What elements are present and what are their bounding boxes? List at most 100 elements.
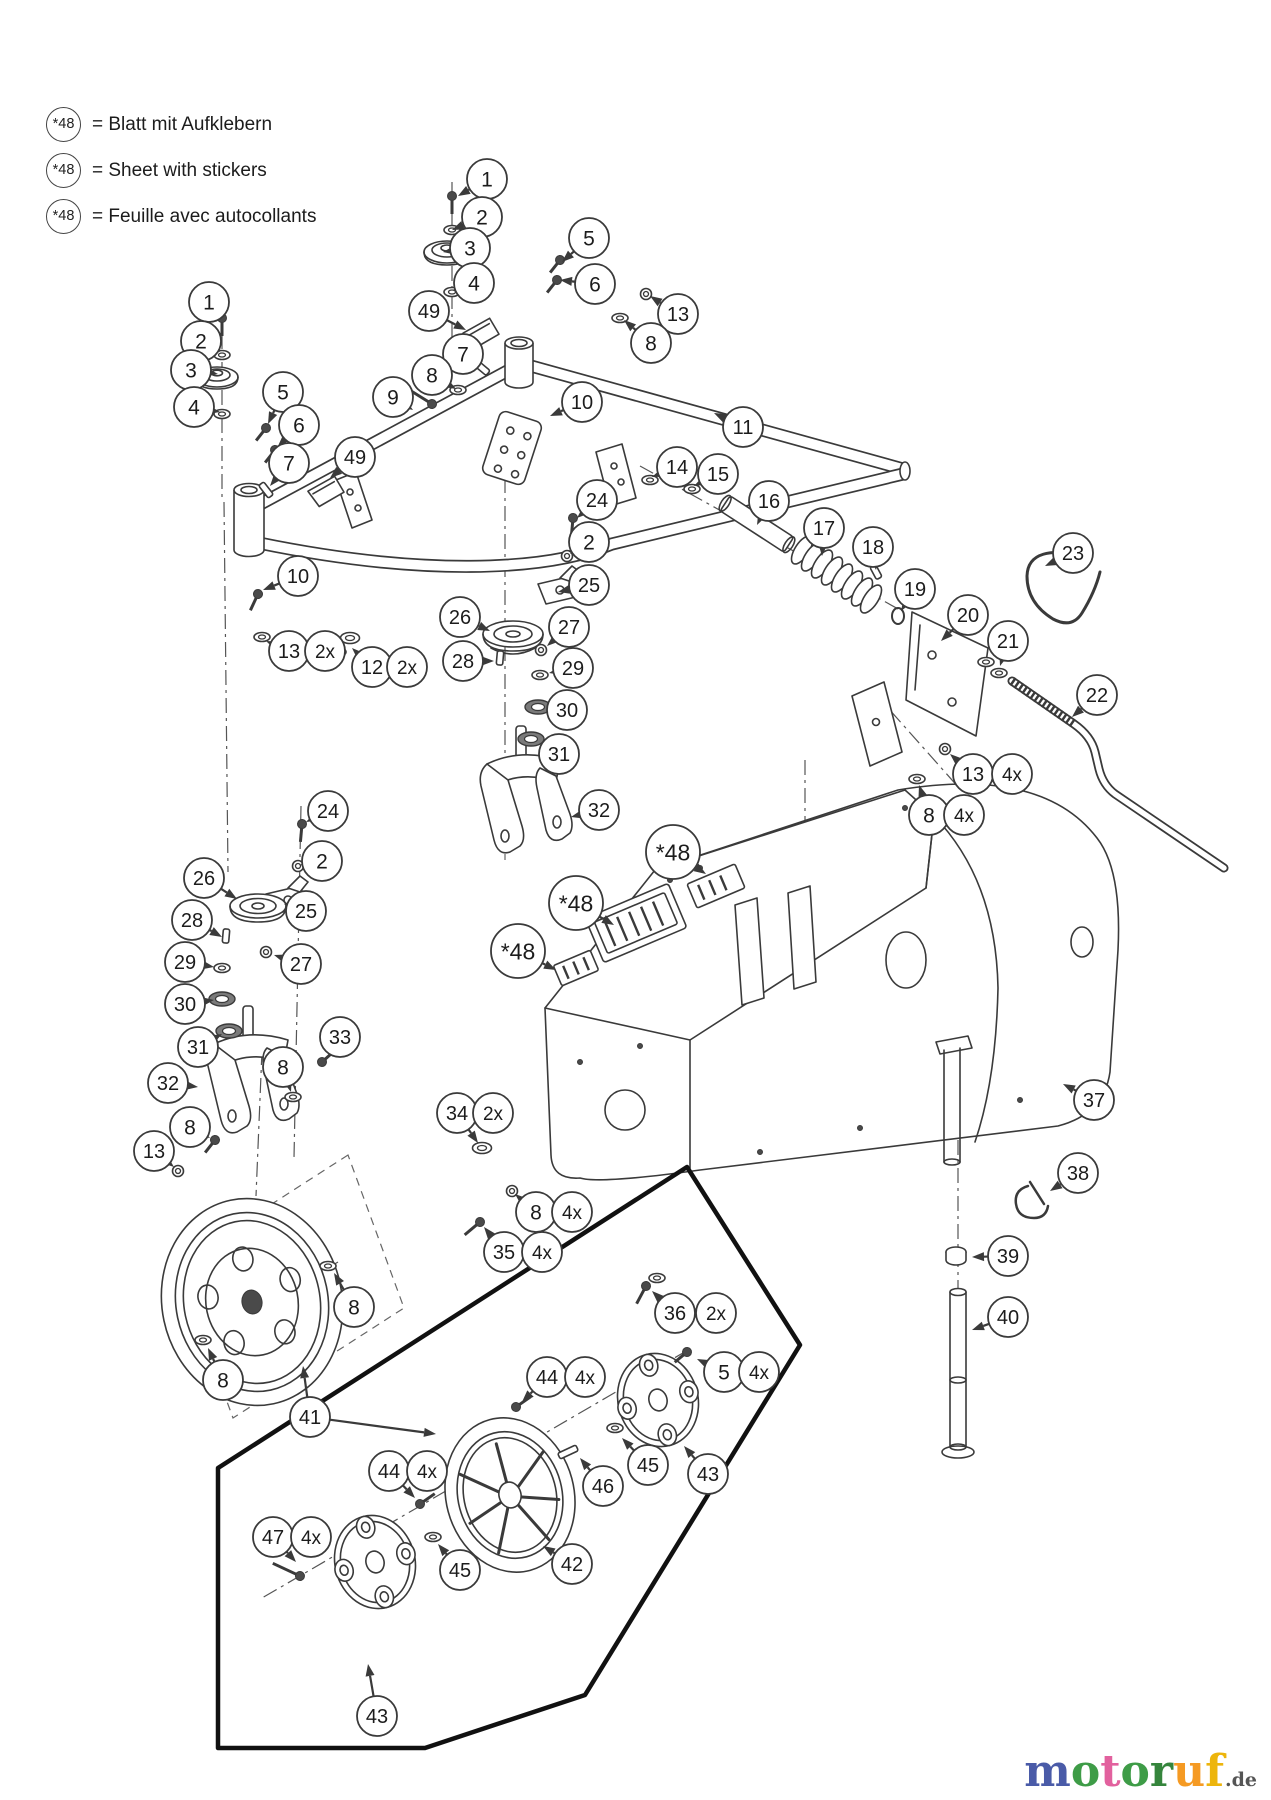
callout-8: 8 4x [908,785,985,836]
logo-letter: u [1173,1746,1206,1797]
spring-coil [790,535,883,614]
callout-number: 49 [344,447,366,469]
callout-number: 19 [904,579,926,601]
callout-23: 23 [1045,532,1094,574]
callout-number: 7 [457,344,469,367]
callout-number: 22 [1086,685,1108,707]
callout-number: 8 [348,1297,360,1320]
callout-10: 10 [263,555,319,597]
callout-41: 41 [289,1366,436,1438]
part-screw [249,589,263,611]
legend-symbol-circle: *48 [46,199,81,234]
callout-45: 45 [438,1544,481,1591]
callout-14: 14 [652,446,698,488]
callout-13: 13 [133,1130,175,1172]
part-bushing [471,1141,493,1155]
callout-quantity: 4x [749,1363,770,1384]
callout-number: 12 [361,657,383,679]
part-washer [683,483,701,495]
callout-number: 3 [464,238,476,261]
part-washer [606,1422,624,1434]
part-screw [254,423,271,442]
callout-49: 49 [330,436,376,478]
callout-43: 43 [356,1664,398,1737]
callout-number: 30 [174,994,196,1016]
callout-quantity: 4x [562,1203,583,1224]
part-washer [990,667,1008,679]
part-washer [648,1272,666,1284]
callout-38: 38 [1050,1152,1099,1194]
sticker-sheet-top [686,863,746,909]
part-washer [908,773,926,785]
callout-number: 10 [287,566,309,588]
callout-number: 8 [923,805,935,828]
callout-26: 26 [183,857,237,899]
callout-number: 5 [277,382,289,405]
callout-11: 11 [714,406,764,448]
callout-number: 32 [157,1073,179,1095]
part-nut [534,643,548,657]
callout-number: 31 [187,1037,209,1059]
callout-32: 32 [571,789,620,831]
callout-number: 24 [317,801,339,823]
callout-8: 8 [624,320,672,364]
callout-1: 1 [188,281,230,323]
callout-star48: *48 [490,923,556,979]
callout-8: 8 [411,354,456,396]
callout-24: 24 [306,790,349,832]
callout-number: 40 [997,1307,1019,1329]
callout-30: 30 [546,689,588,731]
part-washer [977,656,995,668]
part-screw [415,1492,436,1509]
callout-number: 15 [707,464,729,486]
part-nut [560,549,574,563]
callout-number: 34 [446,1103,468,1125]
legend-item-de: *48 = Blatt mit Aufklebern [46,106,316,143]
callout-40: 40 [972,1296,1029,1338]
part-screw [203,1135,220,1154]
callout-quantity: 4x [1002,765,1023,786]
part-nut [938,742,952,756]
callout-29: 29 [164,941,214,983]
wheel-solid [160,1197,344,1407]
callout-13: 13 [650,293,699,335]
callout-number: 4 [188,397,200,420]
callout-8: 8 [333,1273,375,1328]
legend-text-fr: = Feuille avec autocollants [92,205,317,227]
legend-item-fr: *48 = Feuille avec autocollants [46,198,316,235]
logo-tld: .de [1225,1769,1257,1791]
callout-number: 37 [1083,1090,1105,1112]
part-bearing [517,731,545,747]
callout-number: 25 [295,901,317,923]
callout-number: 45 [637,1455,659,1477]
callout-3: 3 [170,349,218,391]
callout-25: 25 [558,564,610,606]
callout-3: 3 [443,227,491,269]
logo-word: motoruf [1024,1746,1224,1797]
callout-quantity: 4x [575,1368,596,1389]
motoruf-logo[interactable]: motoruf.de [1024,1750,1257,1794]
callout-number: 5 [718,1362,730,1385]
callout-number: 44 [378,1461,400,1483]
callout-number: 8 [645,333,657,356]
callout-46: 46 [580,1458,624,1507]
callout-number: 45 [449,1560,471,1582]
callout-quantity: 2x [706,1304,727,1325]
callout-number: 14 [666,457,688,479]
logo-letter: o [1070,1746,1101,1797]
part-pin [495,650,505,666]
callout-number: 1 [203,292,215,315]
callout-number: 26 [193,868,215,890]
callout-number: 6 [293,415,305,438]
callout-22: 22 [1072,674,1118,717]
callout-number: 6 [589,274,601,297]
callout-number: 43 [366,1706,388,1728]
callout-star48: *48 [645,824,706,880]
callout-quantity: 4x [954,806,975,827]
